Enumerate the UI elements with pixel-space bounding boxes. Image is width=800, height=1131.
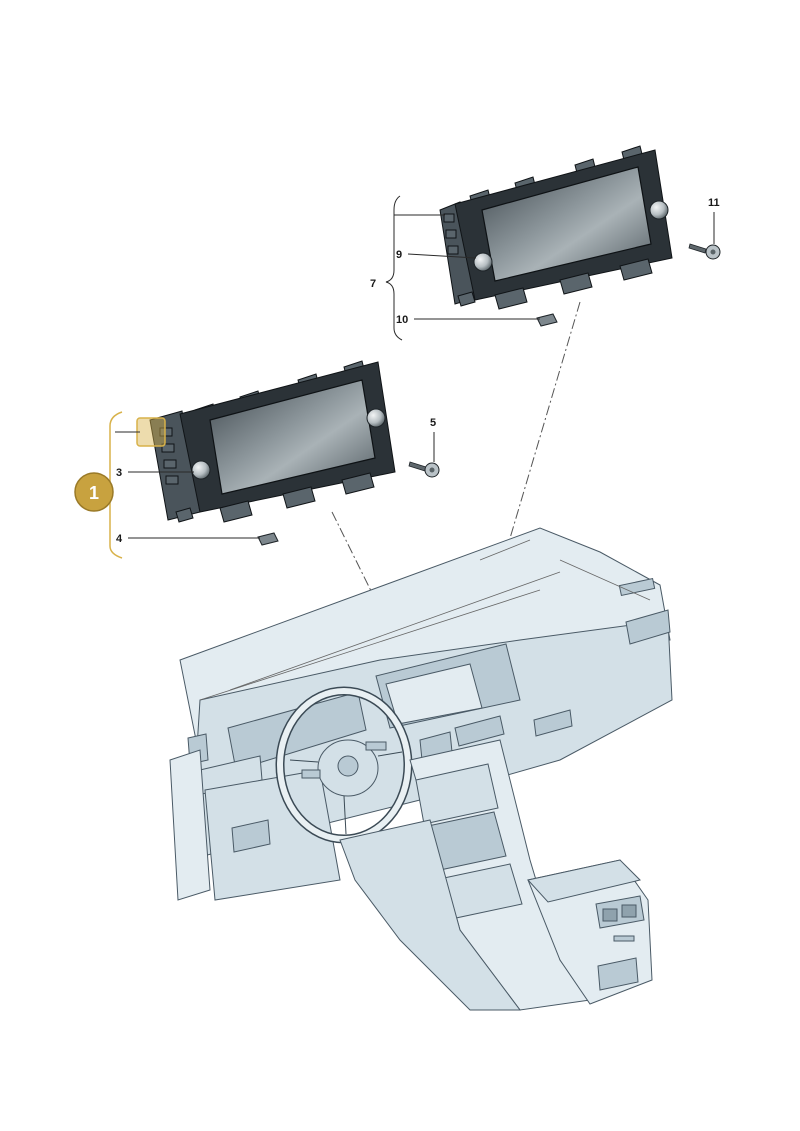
callout-3: 3 xyxy=(116,467,122,479)
display-unit-variant-7 xyxy=(439,145,673,310)
rotary-knob-right-lower xyxy=(366,408,386,428)
clip-10 xyxy=(536,313,558,327)
highlight-connector xyxy=(136,417,166,447)
rotary-knob-right-upper xyxy=(649,200,669,220)
rotary-knob-9 xyxy=(473,252,493,272)
dashboard-illustration xyxy=(169,527,673,1011)
callout-7: 7 xyxy=(370,278,376,290)
callout-1: 1 xyxy=(89,483,99,503)
clip-4 xyxy=(257,532,279,546)
callout-9: 9 xyxy=(396,249,402,261)
callout-11: 11 xyxy=(708,197,720,209)
callout-10: 10 xyxy=(396,314,408,326)
rotary-knob-3 xyxy=(191,460,211,480)
callout-5: 5 xyxy=(430,417,436,429)
bracket-7 xyxy=(385,195,403,341)
callout-4: 4 xyxy=(116,533,123,545)
screw-5 xyxy=(408,461,440,478)
badge-1: 1 xyxy=(74,472,114,512)
display-unit-variant-1 xyxy=(136,360,396,523)
screw-11 xyxy=(688,243,721,260)
